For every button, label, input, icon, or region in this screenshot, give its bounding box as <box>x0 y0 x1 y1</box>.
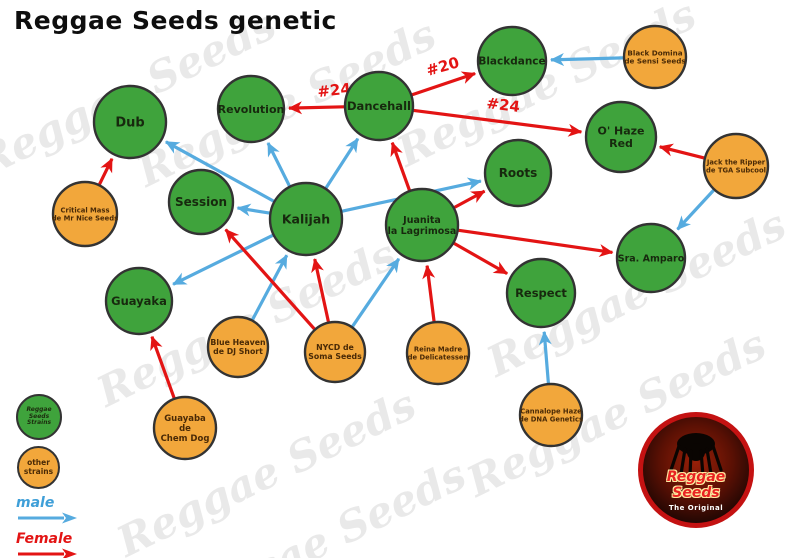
node-label: Revolution <box>218 103 285 116</box>
node-label: Dancehall <box>347 99 411 113</box>
node-roots: Roots <box>483 138 553 208</box>
brand-logo: Reggae Seeds The Original <box>638 412 754 528</box>
legend-other-strain-label-line2: strains <box>23 466 54 476</box>
dreadlocks-head-icon <box>669 433 723 478</box>
node-label: la Lagrimosa <box>388 226 457 237</box>
node-label: Reina Madre <box>414 345 463 353</box>
edge-female-nycd-to-kalijah <box>311 258 330 323</box>
edge-male-kalijah-to-session <box>236 203 270 217</box>
node-label: de TGA Subcool <box>706 166 766 174</box>
node-label: de <box>179 424 191 434</box>
node-dub: Dub <box>92 84 168 160</box>
legend-other-strain-circle: other strains <box>17 446 60 489</box>
legend-reggae-strain-circle: Reggae Seeds Strains <box>16 394 62 440</box>
legend-female-label: Female <box>16 531 73 547</box>
male-arrow-icon <box>18 512 77 524</box>
node-label: Black Domina <box>627 48 682 57</box>
node-label: de Delicatessen <box>408 353 469 361</box>
node-label: NYCD de <box>316 343 354 352</box>
node-kalijah: Kalijah <box>268 181 344 257</box>
node-label: O' Haze <box>597 125 644 138</box>
edge-male-jack-ripper-to-sra-amparo <box>676 189 715 231</box>
edge-female-juanita-to-dancehall <box>390 141 411 191</box>
legend-female-row: Female <box>16 532 126 558</box>
edge-male-nycd-to-juanita <box>351 257 401 328</box>
node-session: Session <box>167 168 235 236</box>
edge-female-critical-mass-to-dub <box>98 157 114 186</box>
node-label: Red <box>609 137 633 150</box>
node-label: Session <box>175 195 227 209</box>
edge-phenotype-label: #24 <box>486 94 521 116</box>
node-label: Dub <box>115 116 144 131</box>
edge-male-kalijah-to-guayaka <box>172 233 274 286</box>
edge-male-kalijah-to-dub <box>165 140 275 203</box>
node-label: Roots <box>499 166 538 180</box>
legend-reggae-strain-label-line2: Strains <box>26 419 52 427</box>
edge-female-juanita-to-sra-amparo <box>458 228 614 258</box>
edge-male-kalijah-to-dancehall <box>324 137 360 189</box>
edge-female-juanita-to-respect <box>453 241 509 276</box>
legend-reggae-strain-label-line1: Reggae Seeds <box>26 405 52 420</box>
node-label: de Sensi Seeds <box>624 57 685 66</box>
node-label: Cannalope Haze <box>520 407 582 415</box>
node-label: Respect <box>515 286 567 300</box>
edge-male-kalijah-to-revolution <box>266 142 291 187</box>
node-label: de DJ Short <box>213 347 263 356</box>
edges-layer <box>98 53 715 399</box>
node-label: Chem Dog <box>161 434 210 444</box>
edge-female-jack-ripper-to-ohaze-red <box>658 143 705 160</box>
legend: Reggae Seeds Strains other strains male … <box>16 394 126 558</box>
edge-male-blue-heaven-to-kalijah <box>251 254 289 321</box>
node-blackdance: Blackdance <box>476 25 548 97</box>
page-title: Reggae Seeds genetic <box>14 6 337 35</box>
node-label: Blue Heaven <box>210 338 265 347</box>
logo-brand-name: Reggae Seeds <box>666 469 726 501</box>
legend-other-strain-label-line1: other <box>27 457 50 467</box>
edge-female-dancehall-to-revolution <box>287 101 345 115</box>
node-label: Kalijah <box>282 211 330 226</box>
node-label: Critical Mass <box>60 206 109 214</box>
edge-female-dancehall-to-ohaze-red <box>413 108 583 137</box>
edge-labels-layer: #24 #20 #24 <box>317 53 521 116</box>
female-arrow-icon <box>18 548 77 558</box>
node-label: de DNA Genetics <box>519 415 583 423</box>
node-label: Blackdance <box>478 56 545 68</box>
node-label: Soma Seeds <box>308 352 362 361</box>
node-sra-amparo: Sra. Amparo <box>615 222 687 294</box>
node-label: Jack the Ripper <box>706 158 766 166</box>
node-respect: Respect <box>505 257 577 329</box>
node-label: Sra. Amparo <box>618 253 685 264</box>
node-dancehall: Dancehall <box>343 70 415 142</box>
node-label: Guayaba <box>164 414 206 424</box>
legend-male-label: male <box>16 495 55 511</box>
legend-male-row: male <box>16 496 126 525</box>
edge-phenotype-label: #20 <box>424 53 461 80</box>
edge-female-juanita-to-roots <box>453 189 486 209</box>
node-label: Juanita <box>402 215 441 226</box>
edge-female-reina-madre-to-juanita <box>422 264 436 322</box>
edge-male-black-domina-to-blackdance <box>549 53 624 67</box>
edge-female-dancehall-to-blackdance <box>411 71 477 97</box>
edge-male-cannalope-to-respect <box>538 330 552 384</box>
edge-phenotype-label: #24 <box>317 80 352 101</box>
edge-female-guayaba-to-guayaka <box>150 335 176 399</box>
node-guayaka: Guayaka <box>104 266 174 336</box>
logo-tagline: The Original <box>668 504 724 512</box>
node-label: Guayaka <box>111 294 167 308</box>
edge-female-nycd-to-session <box>224 228 316 330</box>
node-revolution: Revolution <box>216 74 286 144</box>
node-label: de Mr Nice Seeds <box>52 214 118 222</box>
